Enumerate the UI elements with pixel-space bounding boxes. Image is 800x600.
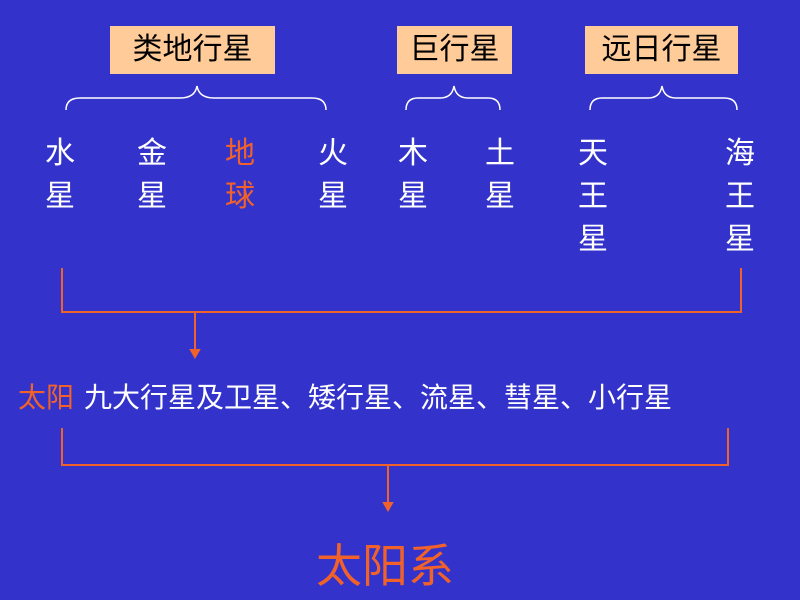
group-label-outer: 远日行星 (585, 26, 738, 74)
planet-mars: 火星 (318, 136, 348, 214)
group-label-terrestrial: 类地行星 (110, 26, 275, 74)
solar-system-title: 太阳系 (316, 539, 454, 593)
bracket-top-bar (61, 311, 742, 313)
bracket-top-left (61, 268, 63, 313)
group-label-giant: 巨行星 (397, 26, 512, 74)
planet-neptune: 海王星 (725, 136, 755, 257)
planet-saturn: 土星 (485, 136, 515, 214)
planet-uranus: 天王星 (578, 136, 608, 257)
other-bodies-label: 九大行星及卫星、矮行星、流星、彗星、小行星 (84, 381, 673, 414)
brace-giant (405, 85, 501, 111)
sun-label: 太阳 (18, 381, 75, 414)
bracket-bottom-left (61, 428, 63, 466)
brace-terrestrial (65, 85, 327, 111)
bracket-top-right (740, 268, 742, 313)
planet-jupiter: 木星 (398, 136, 428, 214)
planet-venus: 金星 (137, 136, 167, 214)
planet-mercury: 水星 (45, 136, 75, 214)
bracket-bottom-bar (61, 464, 729, 466)
planet-earth: 地球 (225, 136, 255, 214)
brace-outer (589, 85, 738, 111)
solar-system-members: 太阳九大行星及卫星、矮行星、流星、彗星、小行星 (18, 376, 672, 416)
bracket-bottom-right (727, 428, 729, 466)
